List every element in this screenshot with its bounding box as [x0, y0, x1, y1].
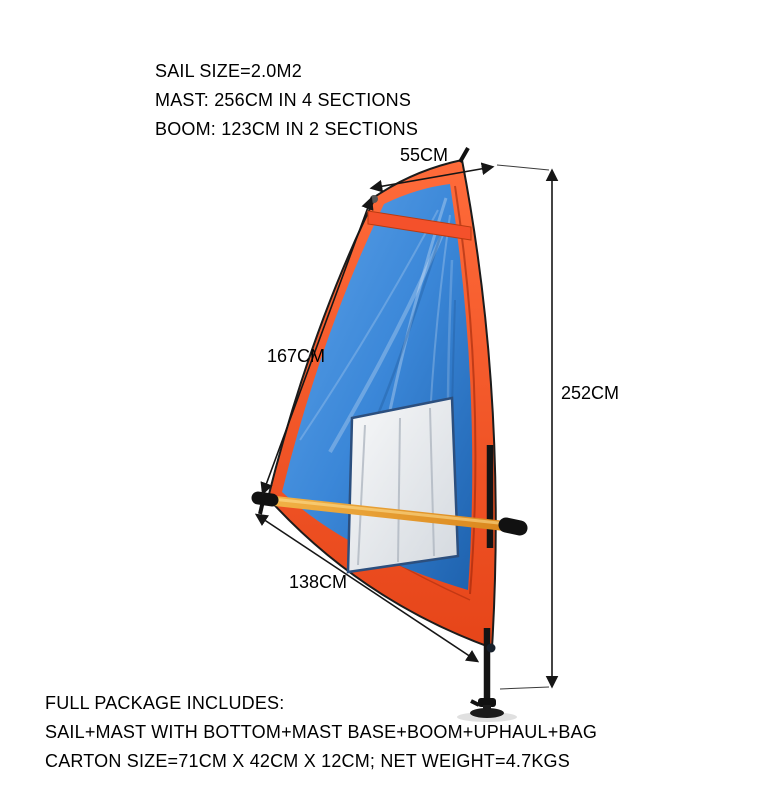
spec-sail-size: SAIL SIZE=2.0M2: [155, 61, 302, 81]
dim-height-ext-bottom: [499, 686, 550, 690]
dim-foot-line: [254, 513, 480, 663]
tack-fitting: [258, 500, 265, 515]
sail-window: [346, 396, 460, 574]
package-block: FULL PACKAGE INCLUDES: SAIL+MAST WITH BO…: [45, 689, 597, 776]
mast-tip: [458, 147, 470, 163]
clew-corner-fitting: [486, 643, 496, 653]
dim-head-width-line: [369, 162, 495, 193]
spec-mast: MAST: 256CM IN 4 SECTIONS: [155, 90, 412, 110]
boom-front-fitting: [251, 491, 279, 507]
dim-height-ext-top: [496, 164, 550, 171]
head-pulley: [370, 195, 378, 203]
dim-head-width-label: 55CM: [400, 145, 448, 165]
dim-foot-label: 138CM: [289, 572, 347, 592]
dim-luff-label: 167CM: [267, 346, 325, 366]
boom-mast-clamp: [498, 517, 528, 536]
package-title: FULL PACKAGE INCLUDES:: [45, 693, 285, 713]
dim-height-label: 252CM: [561, 383, 619, 403]
dim-luff-line: [260, 196, 374, 496]
package-carton: CARTON SIZE=71CM X 42CM X 12CM; NET WEIG…: [45, 751, 570, 771]
spec-boom: BOOM: 123CM IN 2 SECTIONS: [155, 119, 419, 139]
mast-base: [470, 698, 504, 718]
package-contents: SAIL+MAST WITH BOTTOM+MAST BASE+BOOM+UPH…: [45, 722, 598, 742]
spec-block: SAIL SIZE=2.0M2 MAST: 256CM IN 4 SECTION…: [155, 57, 418, 144]
